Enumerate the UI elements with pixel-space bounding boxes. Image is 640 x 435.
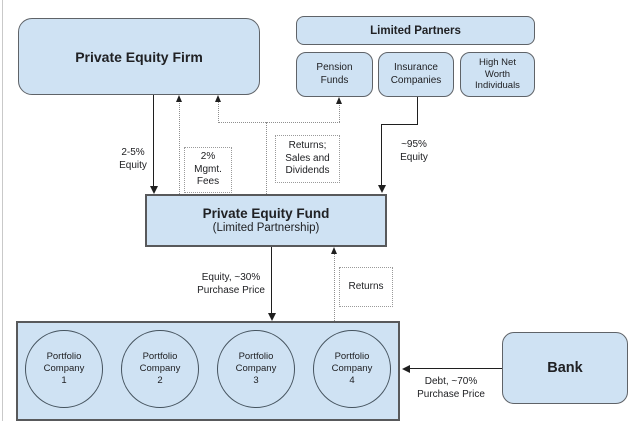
page-edge-line [2, 0, 3, 421]
portfolio-company-1-circle: Portfolio Company 1 [25, 330, 103, 408]
edge-returns-from-fund-line [266, 122, 267, 194]
arrowhead-down-icon [150, 186, 158, 194]
portfolio-company-1-label: Portfolio Company 1 [43, 351, 85, 386]
private-equity-fund-subtitle: (Limited Partnership) [212, 221, 320, 234]
limited-partners-box: Limited Partners [296, 16, 535, 45]
edge-mgmt-fees-line [179, 101, 180, 194]
limited-partners-label: Limited Partners [370, 24, 461, 37]
insurance-companies-box: Insurance Companies [378, 52, 454, 97]
arrowhead-up-icon [215, 95, 221, 102]
arrowhead-down-icon [378, 185, 386, 193]
portfolio-company-4-label: Portfolio Company 4 [331, 351, 373, 386]
returns-label-box: Returns [339, 267, 393, 307]
arrowhead-up-icon [336, 97, 342, 104]
pension-funds-label: Pension Funds [316, 62, 353, 86]
portfolio-company-3-circle: Portfolio Company 3 [217, 330, 295, 408]
high-net-worth-box: High Net Worth Individuals [460, 52, 535, 97]
private-equity-firm-box: Private Equity Firm [18, 18, 260, 95]
edge-label-returns-sales-dividends: Returns; Sales and Dividends [285, 140, 330, 177]
pension-funds-box: Pension Funds [296, 52, 373, 97]
private-equity-fund-title: Private Equity Fund [202, 205, 330, 221]
edge-returns-to-firm-line [218, 101, 219, 123]
private-equity-fund-box: Private Equity Fund (Limited Partnership… [145, 194, 387, 247]
edge-lp-to-fund-line-2 [381, 124, 418, 125]
edge-bank-to-portfolio-line [409, 368, 502, 369]
edge-label-equity-2-5: 2-5% Equity [119, 147, 147, 171]
bank-label: Bank [547, 360, 583, 376]
edge-label-debt-70: Debt, ~70% Purchase Price [417, 376, 485, 400]
insurance-companies-label: Insurance Companies [390, 62, 442, 86]
edge-fund-to-portfolio-line [271, 247, 272, 314]
arrowhead-left-icon [402, 365, 410, 373]
edge-lp-to-fund-line-1 [417, 97, 418, 125]
arrowhead-down-icon [268, 313, 276, 321]
portfolio-company-2-circle: Portfolio Company 2 [121, 330, 199, 408]
returns-sales-dividends-label-box: Returns; Sales and Dividends [275, 135, 340, 183]
arrowhead-up-icon [331, 247, 337, 254]
mgmt-fees-label-box: 2% Mgmt. Fees [184, 147, 232, 193]
edge-lp-to-fund-line-3 [381, 125, 382, 186]
bank-box: Bank [502, 332, 628, 404]
high-net-worth-label: High Net Worth Individuals [475, 56, 520, 92]
edge-label-returns: Returns [348, 280, 384, 292]
arrowhead-up-icon [176, 95, 182, 102]
portfolio-company-4-circle: Portfolio Company 4 [313, 330, 391, 408]
edge-firm-to-fund-line [153, 95, 154, 187]
edge-label-equity-30: Equity, ~30% Purchase Price [197, 272, 265, 296]
portfolio-company-3-label: Portfolio Company 3 [235, 351, 277, 386]
edge-portfolio-returns-line [334, 253, 335, 321]
edge-label-equity-95: ~95% Equity [400, 139, 428, 163]
portfolio-company-2-label: Portfolio Company 2 [139, 351, 181, 386]
edge-returns-horizontal-line [218, 122, 340, 123]
private-equity-firm-label: Private Equity Firm [75, 48, 203, 65]
edge-label-mgmt-fees: 2% Mgmt. Fees [194, 151, 222, 188]
edge-returns-to-pension-line [339, 103, 340, 122]
